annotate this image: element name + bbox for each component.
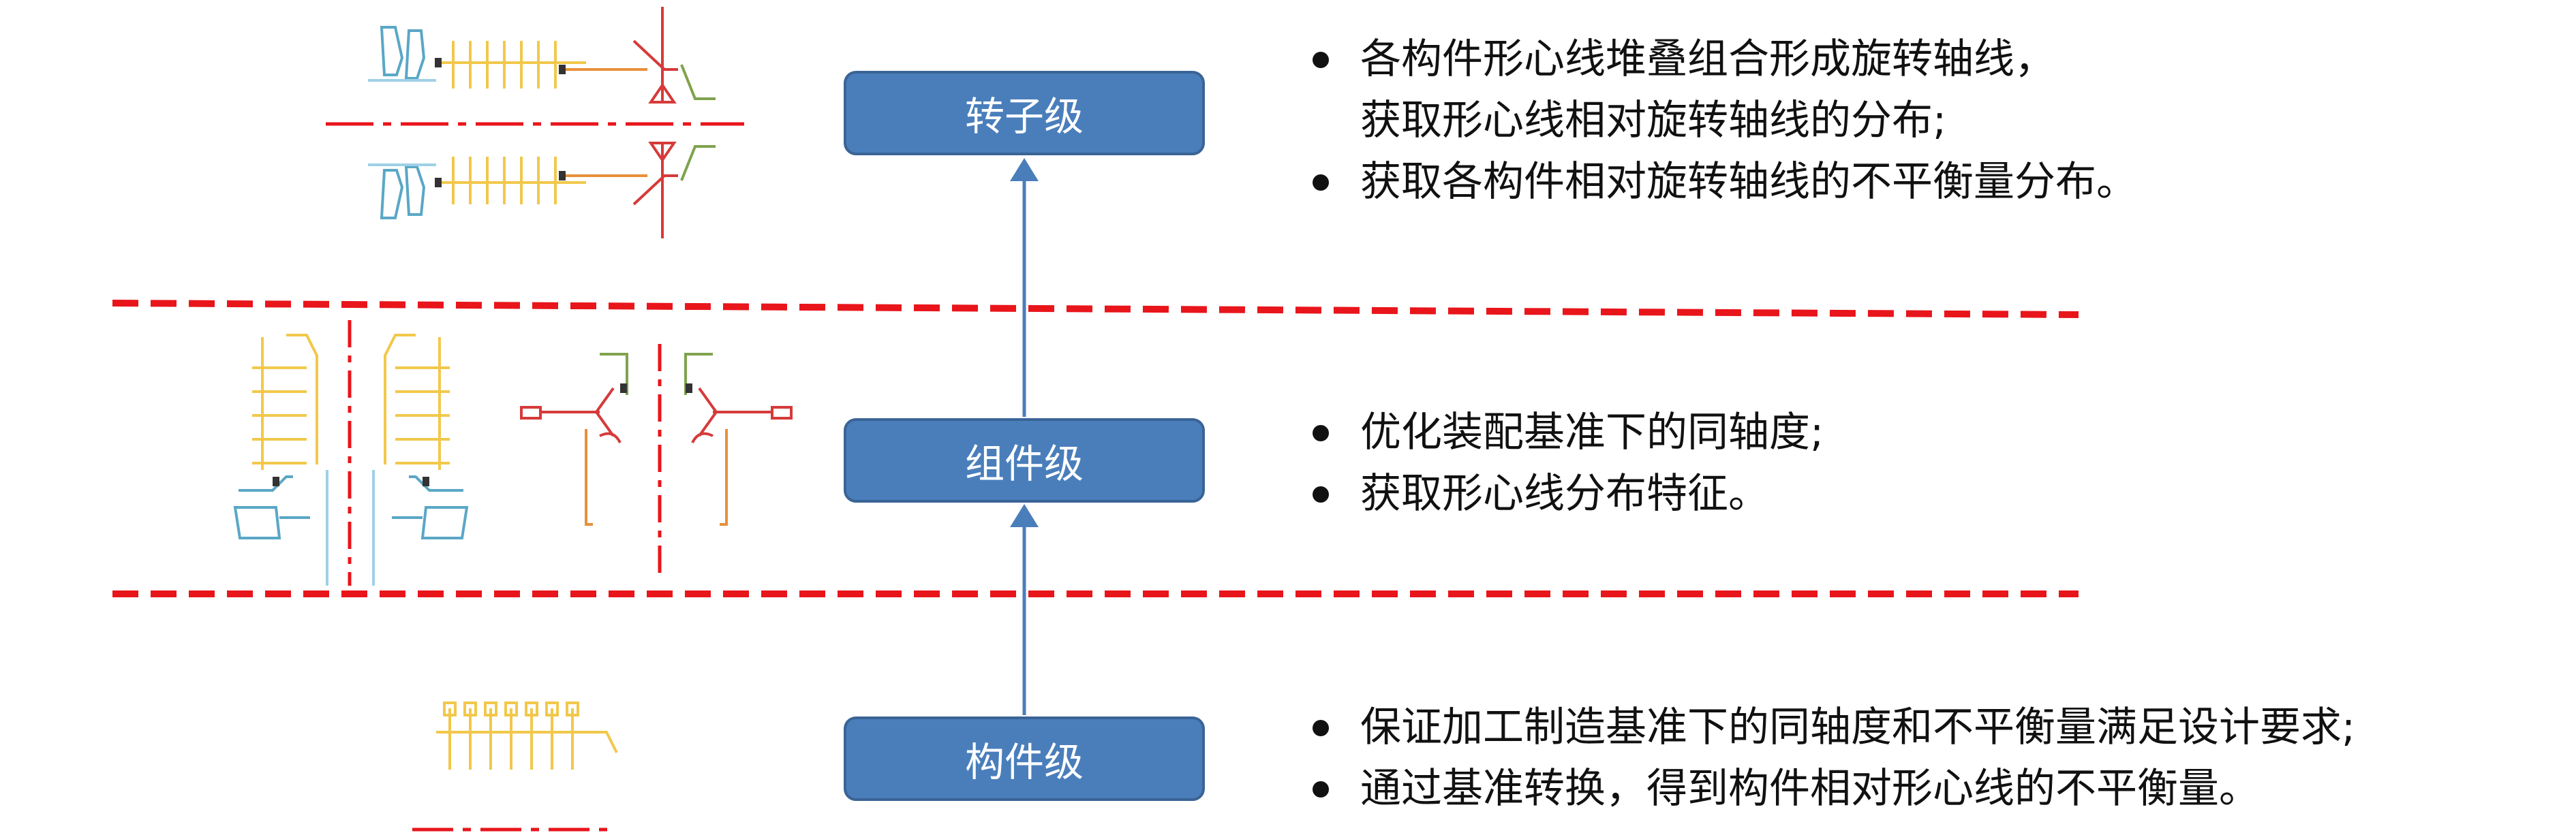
level-label-assembly: 组件级 xyxy=(964,441,1084,487)
assembly-turbine-right xyxy=(684,353,793,526)
bullet-dot-icon xyxy=(1313,425,1329,441)
note-component-1: 保证加工制造基准下的同轴度和不平衡量满足设计要求; xyxy=(1303,697,2355,758)
note-assembly-2: 获取形心线分布特征。 xyxy=(1303,463,1824,524)
note-rotor-1: 各构件形心线堆叠组合形成旋转轴线， 获取形心线相对旋转轴线的分布; xyxy=(1303,29,2137,151)
rotor-upper-half xyxy=(368,7,716,104)
bullet-dot-icon xyxy=(1313,486,1329,503)
arrow-component-to-assembly xyxy=(1010,504,1039,715)
assembly-drum-left xyxy=(252,334,318,470)
assembly-disk-left xyxy=(233,475,310,539)
bullet-dot-icon xyxy=(1313,720,1329,736)
component-illustration xyxy=(412,702,618,832)
level-label-component: 构件级 xyxy=(964,739,1084,785)
component-drum xyxy=(436,702,618,770)
notes-rotor: 各构件形心线堆叠组合形成旋转轴线， 获取形心线相对旋转轴线的分布; 获取各构件相… xyxy=(1303,29,2137,212)
level-label-rotor: 转子级 xyxy=(964,93,1084,140)
assembly-drum-right xyxy=(384,334,450,470)
assembly-disk-right xyxy=(392,475,469,539)
level-box-rotor: 转子级 xyxy=(844,71,1205,155)
arrow-assembly-to-rotor xyxy=(1010,158,1039,417)
note-assembly-1: 优化装配基准下的同轴度; xyxy=(1303,402,1824,463)
assembly-illustration xyxy=(233,320,793,586)
note-component-2: 通过基准转换，得到构件相对形心线的不平衡量。 xyxy=(1303,758,2355,819)
rotor-lower-half xyxy=(368,142,716,238)
level-box-assembly: 组件级 xyxy=(844,418,1205,503)
bullet-dot-icon xyxy=(1313,52,1329,68)
bullet-dot-icon xyxy=(1313,781,1329,798)
notes-assembly: 优化装配基准下的同轴度; 获取形心线分布特征。 xyxy=(1303,402,1824,524)
notes-component: 保证加工制造基准下的同轴度和不平衡量满足设计要求; 通过基准转换，得到构件相对形… xyxy=(1303,697,2355,819)
bullet-dot-icon xyxy=(1313,174,1329,191)
rotor-illustration xyxy=(326,7,744,238)
level-box-component: 构件级 xyxy=(844,716,1205,801)
assembly-turbine-left xyxy=(520,353,628,526)
note-rotor-2: 获取各构件相对旋转轴线的不平衡量分布。 xyxy=(1303,151,2137,212)
separator-upper xyxy=(112,300,2079,318)
